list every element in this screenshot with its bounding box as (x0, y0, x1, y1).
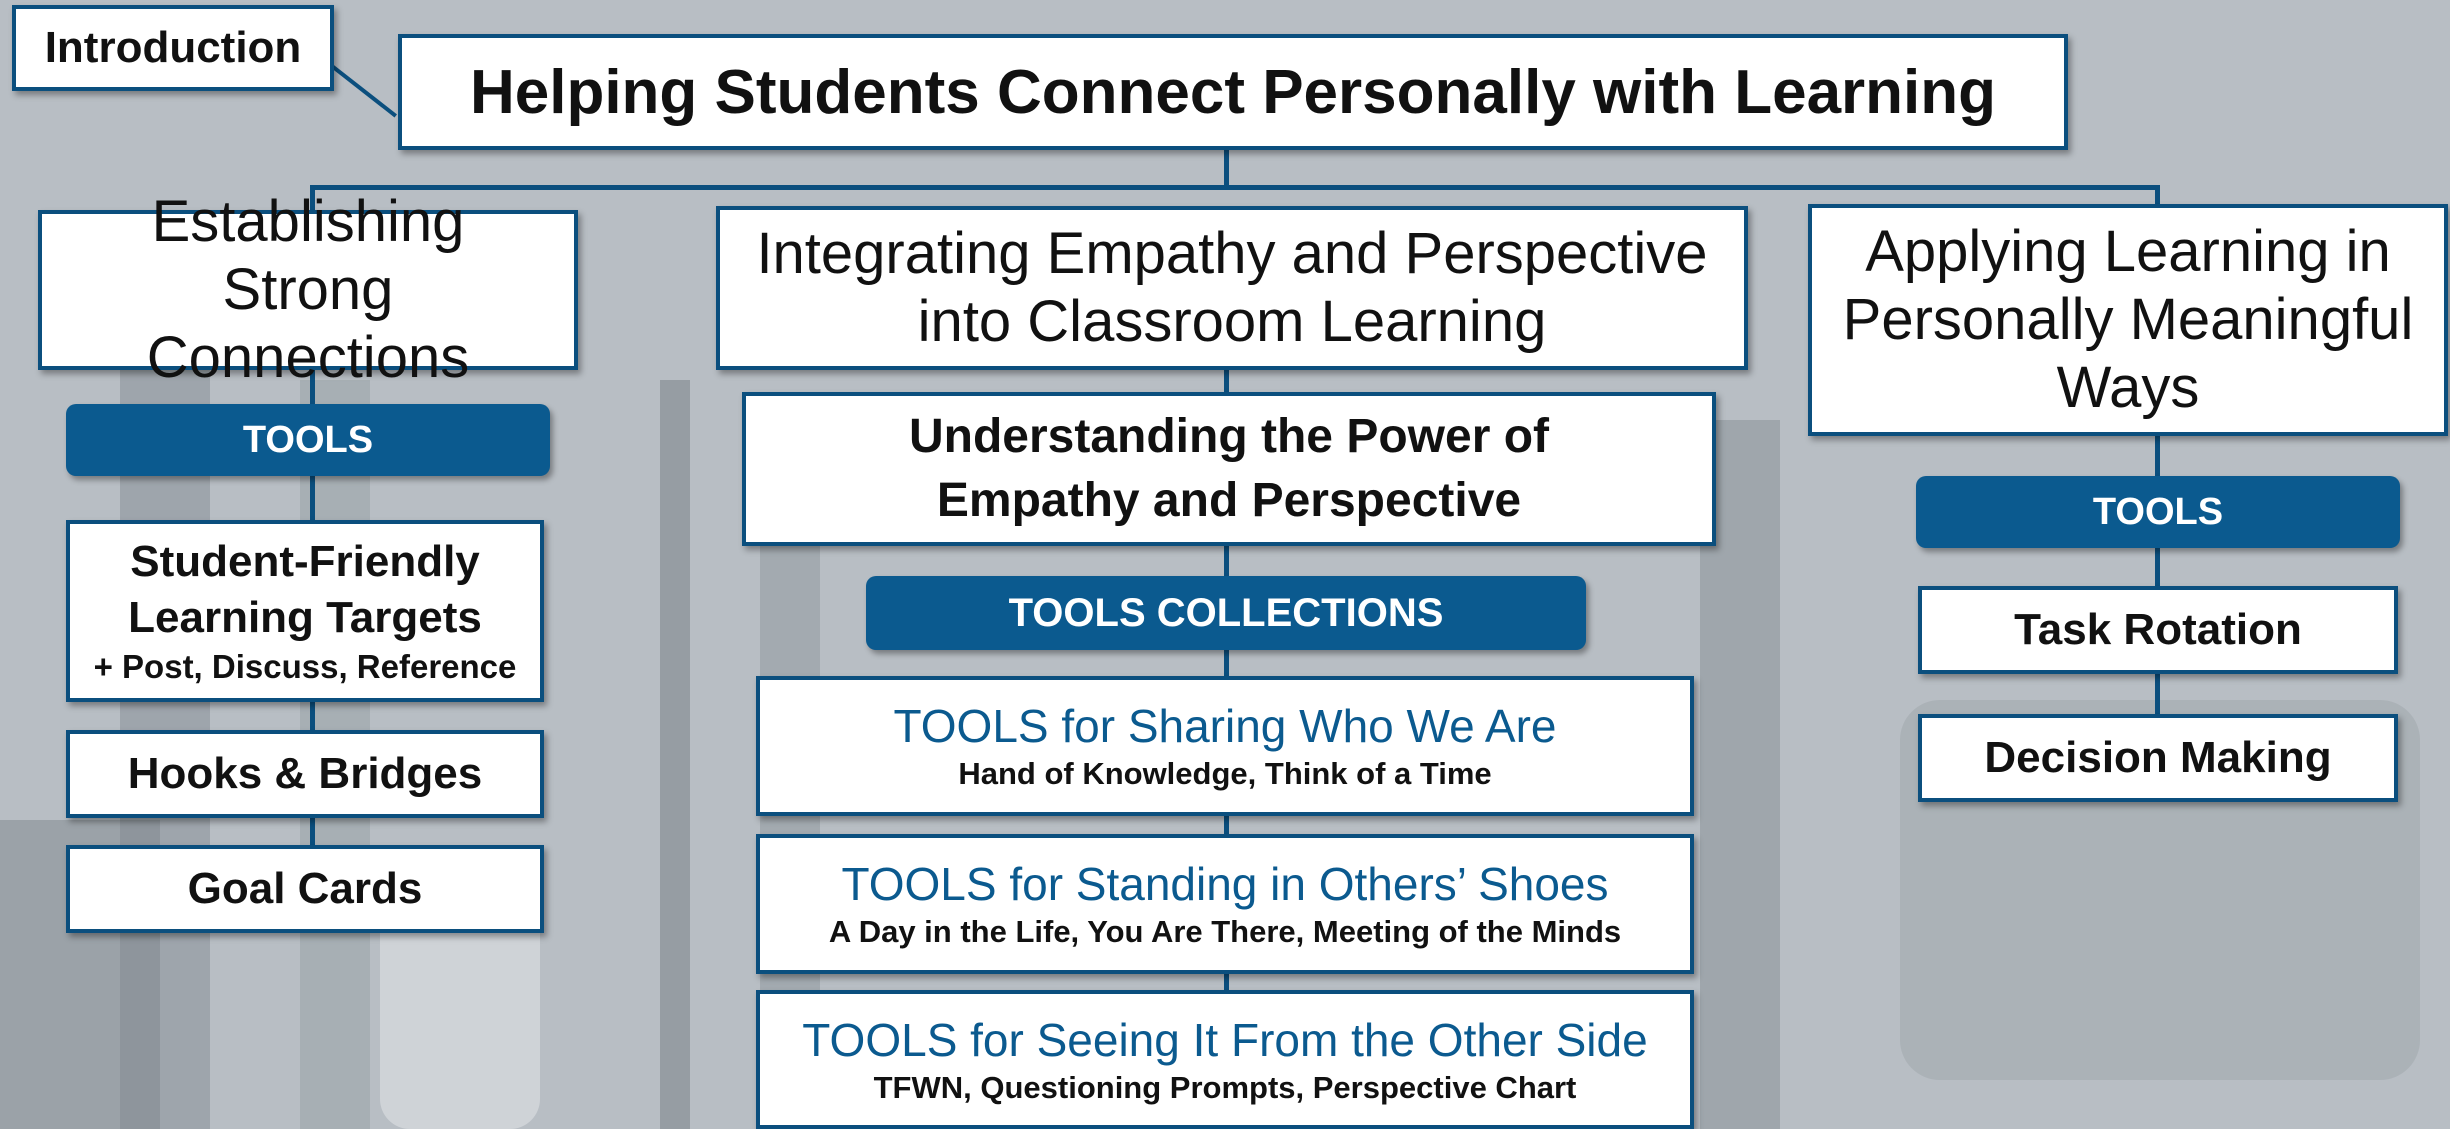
col2-item-1-sub: A Day in the Life, You Are There, Meetin… (828, 914, 1622, 949)
col1-item-0-sub: + Post, Discuss, Reference (93, 648, 517, 685)
col1-item-hooks-bridges[interactable]: Hooks & Bridges (66, 730, 544, 818)
page-title: Helping Students Connect Personally with… (469, 57, 1997, 127)
col3-heading-box: Applying Learning in Personally Meaningf… (1808, 204, 2448, 436)
col2-item-0-title: TOOLS for Sharing Who We Are (893, 700, 1557, 752)
col1-item-2-title: Goal Cards (187, 864, 423, 913)
col2-item-2-title: TOOLS for Seeing It From the Other Side (802, 1013, 1648, 1066)
col1-item-goal-cards[interactable]: Goal Cards (66, 845, 544, 933)
col3-item-task-rotation[interactable]: Task Rotation (1918, 586, 2398, 674)
col2-heading: Integrating Empathy and Perspective into… (756, 221, 1708, 354)
connector-horizontal-top (310, 185, 2160, 190)
col3-item-0-title: Task Rotation (2014, 605, 2302, 654)
col1-tools-text: TOOLS (242, 418, 374, 461)
connector-col1-down (310, 185, 315, 215)
col2-item-1-title: TOOLS for Standing in Others’ Shoes (841, 858, 1609, 910)
col1-heading: Establishing Strong Connections (146, 189, 470, 390)
col3-tools-label: TOOLS (1916, 476, 2400, 548)
col2-item-2-sub: TFWN, Questioning Prompts, Perspective C… (873, 1069, 1577, 1105)
col1-item-learning-targets[interactable]: Student-Friendly Learning Targets + Post… (66, 520, 544, 702)
col2-heading-box: Integrating Empathy and Perspective into… (716, 206, 1748, 370)
col3-heading: Applying Learning in Personally Meaningf… (1842, 219, 2414, 420)
col2-item-standing[interactable]: TOOLS for Standing in Others’ Shoes A Da… (756, 834, 1694, 974)
col2-subheading: Understanding the Power of Empathy and P… (908, 410, 1550, 527)
col2-collections-label: TOOLS COLLECTIONS (866, 576, 1586, 650)
col1-tools-label: TOOLS (66, 404, 550, 476)
col2-item-sharing[interactable]: TOOLS for Sharing Who We Are Hand of Kno… (756, 676, 1694, 816)
col2-item-seeing[interactable]: TOOLS for Seeing It From the Other Side … (756, 990, 1694, 1129)
connector-col3-down (2155, 185, 2160, 220)
title-box: Helping Students Connect Personally with… (398, 34, 2068, 150)
col3-item-1-title: Decision Making (1984, 733, 2332, 782)
connector-col3-spine (2155, 430, 2160, 720)
intro-box[interactable]: Introduction (12, 5, 334, 91)
connector-title-down (1224, 146, 1229, 190)
intro-label: Introduction (44, 23, 302, 72)
col1-item-0-title: Student-Friendly Learning Targets (128, 537, 482, 642)
col2-collections-text: TOOLS COLLECTIONS (1008, 590, 1444, 635)
col1-heading-box: Establishing Strong Connections (38, 189, 578, 390)
col2-subheading-box[interactable]: Understanding the Power of Empathy and P… (742, 392, 1716, 546)
connector-intro-line (327, 62, 397, 118)
col2-item-0-sub: Hand of Knowledge, Think of a Time (958, 756, 1492, 791)
col1-item-1-title: Hooks & Bridges (127, 749, 483, 798)
col3-tools-text: TOOLS (2092, 490, 2224, 533)
col3-item-decision-making[interactable]: Decision Making (1918, 714, 2398, 802)
